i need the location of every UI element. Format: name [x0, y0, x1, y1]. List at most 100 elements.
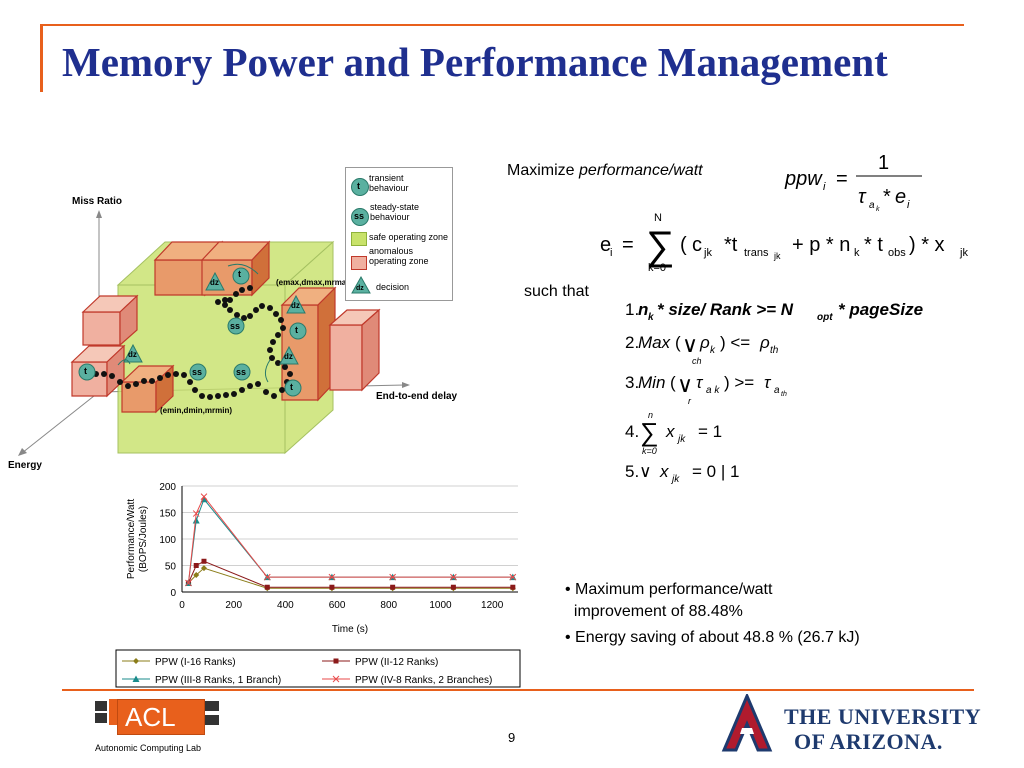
svg-text:* t: * t	[864, 234, 883, 256]
svg-text:a: a	[869, 200, 875, 211]
node-label-dz: dz	[284, 352, 293, 361]
lab-name: Autonomic Computing Lab	[95, 743, 202, 753]
data-point	[192, 516, 200, 524]
svg-text:*t: *t	[724, 234, 738, 256]
x-axis-label: Time (s)	[332, 624, 368, 635]
svg-text:th: th	[781, 391, 787, 398]
svg-text:trans: trans	[744, 247, 769, 259]
node-label-dz: dz	[210, 278, 219, 287]
legend-anomalous-label: anomalous operating zone	[369, 246, 429, 266]
x-tick-label: 800	[380, 600, 397, 611]
legend-safe-swatch	[351, 232, 367, 246]
title-rule	[40, 24, 964, 26]
page-title: Memory Power and Performance Management	[62, 39, 888, 85]
ss-node	[189, 317, 251, 381]
svg-text:ch: ch	[692, 356, 702, 366]
point-min-label: (emin,dmin,mrmin)	[160, 406, 233, 415]
acl-logo-text: ACL	[125, 702, 176, 732]
data-point	[264, 584, 270, 590]
x-tick-label: 1200	[481, 600, 504, 611]
point-max-label: (emax,dmax,mrmax)	[276, 278, 354, 287]
legend-marker	[332, 675, 340, 683]
x-tick-label: 200	[225, 600, 242, 611]
x-tick-label: 400	[277, 600, 294, 611]
y-tick-label: 100	[159, 535, 176, 546]
legend-steady-label: steady-state behaviour	[370, 202, 420, 222]
chart-ylabel	[104, 590, 164, 650]
chart-legend-box	[115, 649, 521, 688]
data-point	[193, 572, 200, 579]
y-tick-label: 0	[170, 588, 176, 599]
svg-text:k: k	[876, 206, 880, 213]
svg-text:= 1: = 1	[698, 422, 722, 441]
svg-text:1: 1	[878, 152, 889, 174]
trajectory-dots	[85, 285, 293, 400]
acl-logo-block-dark	[95, 713, 107, 723]
node-label-t: t	[84, 366, 87, 376]
svg-text:n: n	[638, 300, 648, 319]
legend-marker	[133, 658, 139, 664]
data-point	[263, 573, 271, 581]
legend-ss-symbol: ss	[354, 211, 365, 221]
diagram-legend: t transient behaviour ss steady-state be…	[345, 167, 453, 301]
svg-text:r: r	[688, 396, 692, 406]
data-point	[185, 579, 192, 587]
acl-logo-block-dark	[95, 701, 107, 711]
maximize-statement: Maximize performance/watt	[507, 162, 703, 180]
svg-text:(: (	[680, 234, 687, 256]
svg-text:ppw: ppw	[784, 168, 823, 190]
y-tick-label: 50	[165, 562, 177, 573]
svg-text:*: *	[883, 186, 891, 208]
x-tick-label: 0	[179, 600, 185, 611]
such-that-label: such that	[524, 283, 589, 300]
svg-text:=: =	[622, 234, 634, 256]
legend-anomalous-swatch	[351, 256, 367, 270]
axis-label-energy: Energy	[8, 460, 42, 471]
svg-text:c: c	[692, 234, 702, 256]
svg-text:x: x	[665, 422, 675, 441]
svg-text:∑: ∑	[646, 224, 675, 268]
svg-text:∑: ∑	[640, 417, 659, 447]
svg-text:* size/ Rank >= N: * size/ Rank >= N	[657, 300, 794, 319]
legend-label: PPW (IV-8 Ranks, 2 Branches)	[355, 675, 492, 686]
legend-transient-label: transient behaviour	[369, 173, 409, 193]
data-point	[200, 565, 207, 572]
legend-label: PPW (II-12 Ranks)	[355, 657, 438, 668]
svg-text:(: (	[670, 373, 676, 392]
node-label-ss: ss	[192, 367, 203, 377]
svg-text:∨: ∨	[682, 332, 698, 357]
result-bullet-3: • Energy saving of about 48.8 % (26.7 kJ…	[565, 629, 860, 646]
svg-text:* pageSize: * pageSize	[838, 300, 923, 319]
node-label-dz: dz	[128, 350, 137, 359]
svg-text:Min: Min	[638, 373, 665, 392]
svg-text:i: i	[907, 199, 910, 211]
svg-text:+ p * n: + p * n	[792, 234, 850, 256]
maximize-target: performance/watt	[579, 162, 703, 179]
svg-text:jk: jk	[703, 247, 712, 259]
acl-logo-block-dark	[205, 701, 219, 711]
svg-text:= 0 | 1: = 0 | 1	[692, 462, 739, 481]
svg-text:jk: jk	[676, 434, 686, 445]
y-axis-label: Performance/Watt(BOPS/Joules)	[126, 499, 149, 579]
series-line	[187, 495, 513, 584]
svg-text:jk: jk	[773, 251, 781, 261]
svg-text:5.∨: 5.∨	[625, 462, 652, 481]
acl-logo-box	[117, 699, 205, 735]
legend-label: PPW (I-16 Ranks)	[155, 657, 236, 668]
title-accent-bar	[40, 26, 43, 92]
node-label-ss: ss	[236, 367, 247, 377]
result-bullet-2: improvement of 88.48%	[565, 603, 743, 620]
x-tick-label: 600	[329, 600, 346, 611]
legend-safe-label: safe operating zone	[369, 232, 449, 242]
svg-text:ρ: ρ	[759, 333, 770, 352]
data-point	[328, 573, 336, 581]
data-point	[509, 573, 517, 581]
y-tick-label: 150	[159, 509, 176, 520]
axis-label-delay: End-to-end delay	[376, 391, 458, 402]
svg-text:2.: 2.	[625, 333, 639, 352]
legend-marker	[132, 675, 140, 682]
data-point	[510, 584, 516, 590]
legend-ss-icon	[351, 208, 369, 226]
svg-text:) >=: ) >=	[724, 373, 754, 392]
